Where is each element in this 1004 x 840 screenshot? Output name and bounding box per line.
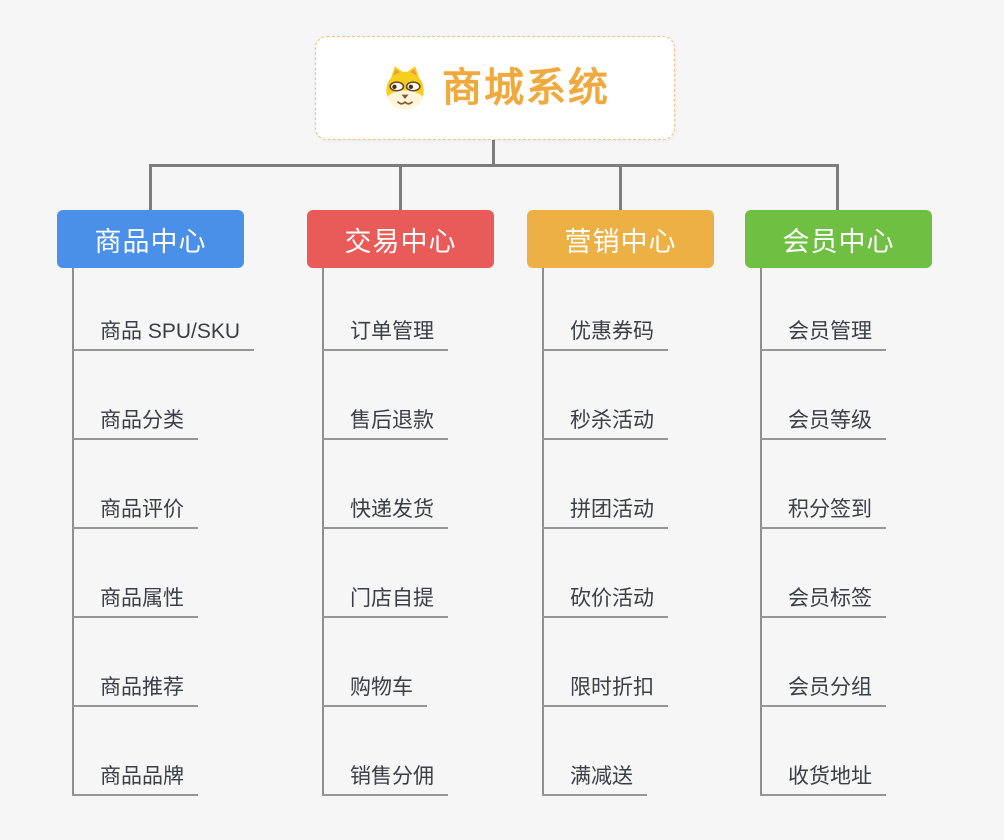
trunk-line-member [760,268,762,796]
leaf-item[interactable]: 购物车 [322,618,427,707]
leaf-item[interactable]: 商品推荐 [72,618,198,707]
leaf-item[interactable]: 砍价活动 [542,529,668,618]
leaf-item[interactable]: 商品评价 [72,440,198,529]
leaf-column-member: 会员管理 会员等级 积分签到 会员标签 会员分组 收货地址 [760,262,886,796]
trunk-line-trade [322,268,324,796]
connector-drop-trade [399,166,402,212]
leaf-item[interactable]: 会员等级 [760,351,886,440]
leaf-item[interactable]: 秒杀活动 [542,351,668,440]
branch-label: 交易中心 [344,226,457,257]
leaf-item[interactable]: 会员管理 [760,262,886,351]
leaf-item[interactable]: 会员分组 [760,618,886,707]
leaf-item[interactable]: 商品 SPU/SKU [72,262,255,351]
root-node[interactable]: 商城系统 [315,36,675,140]
leaf-column-trade: 订单管理 售后退款 快递发货 门店自提 购物车 销售分佣 [322,262,448,796]
trunk-line-product [72,268,74,796]
branch-label: 商品中心 [94,226,207,257]
leaf-column-product: 商品 SPU/SKU 商品分类 商品评价 商品属性 商品推荐 商品品牌 [72,262,255,796]
dog-face-icon [380,63,430,113]
leaf-item[interactable]: 快递发货 [322,440,448,529]
connector-drop-marketing [619,166,622,212]
leaf-item[interactable]: 销售分佣 [322,707,448,796]
root-title: 商城系统 [442,66,610,110]
branch-trade-center[interactable]: 交易中心 [307,210,494,268]
branch-product-center[interactable]: 商品中心 [57,210,244,268]
branch-marketing-center[interactable]: 营销中心 [527,210,714,268]
branch-label: 营销中心 [564,226,677,257]
leaf-item[interactable]: 商品属性 [72,529,198,618]
connector-root-drop [492,140,495,166]
trunk-line-marketing [542,268,544,796]
branch-label: 会员中心 [782,226,895,257]
leaf-item[interactable]: 满减送 [542,707,647,796]
leaf-item[interactable]: 收货地址 [760,707,886,796]
leaf-item[interactable]: 商品分类 [72,351,198,440]
leaf-item[interactable]: 拼团活动 [542,440,668,529]
connector-rail [149,164,839,167]
leaf-item[interactable]: 积分签到 [760,440,886,529]
leaf-item[interactable]: 门店自提 [322,529,448,618]
leaf-item[interactable]: 限时折扣 [542,618,668,707]
leaf-item[interactable]: 订单管理 [322,262,448,351]
connector-drop-product [149,166,152,212]
leaf-item[interactable]: 会员标签 [760,529,886,618]
leaf-item[interactable]: 商品品牌 [72,707,198,796]
connector-drop-member [836,166,839,212]
leaf-column-marketing: 优惠券码 秒杀活动 拼团活动 砍价活动 限时折扣 满减送 [542,262,668,796]
branch-member-center[interactable]: 会员中心 [745,210,932,268]
leaf-item[interactable]: 售后退款 [322,351,448,440]
leaf-item[interactable]: 优惠券码 [542,262,668,351]
